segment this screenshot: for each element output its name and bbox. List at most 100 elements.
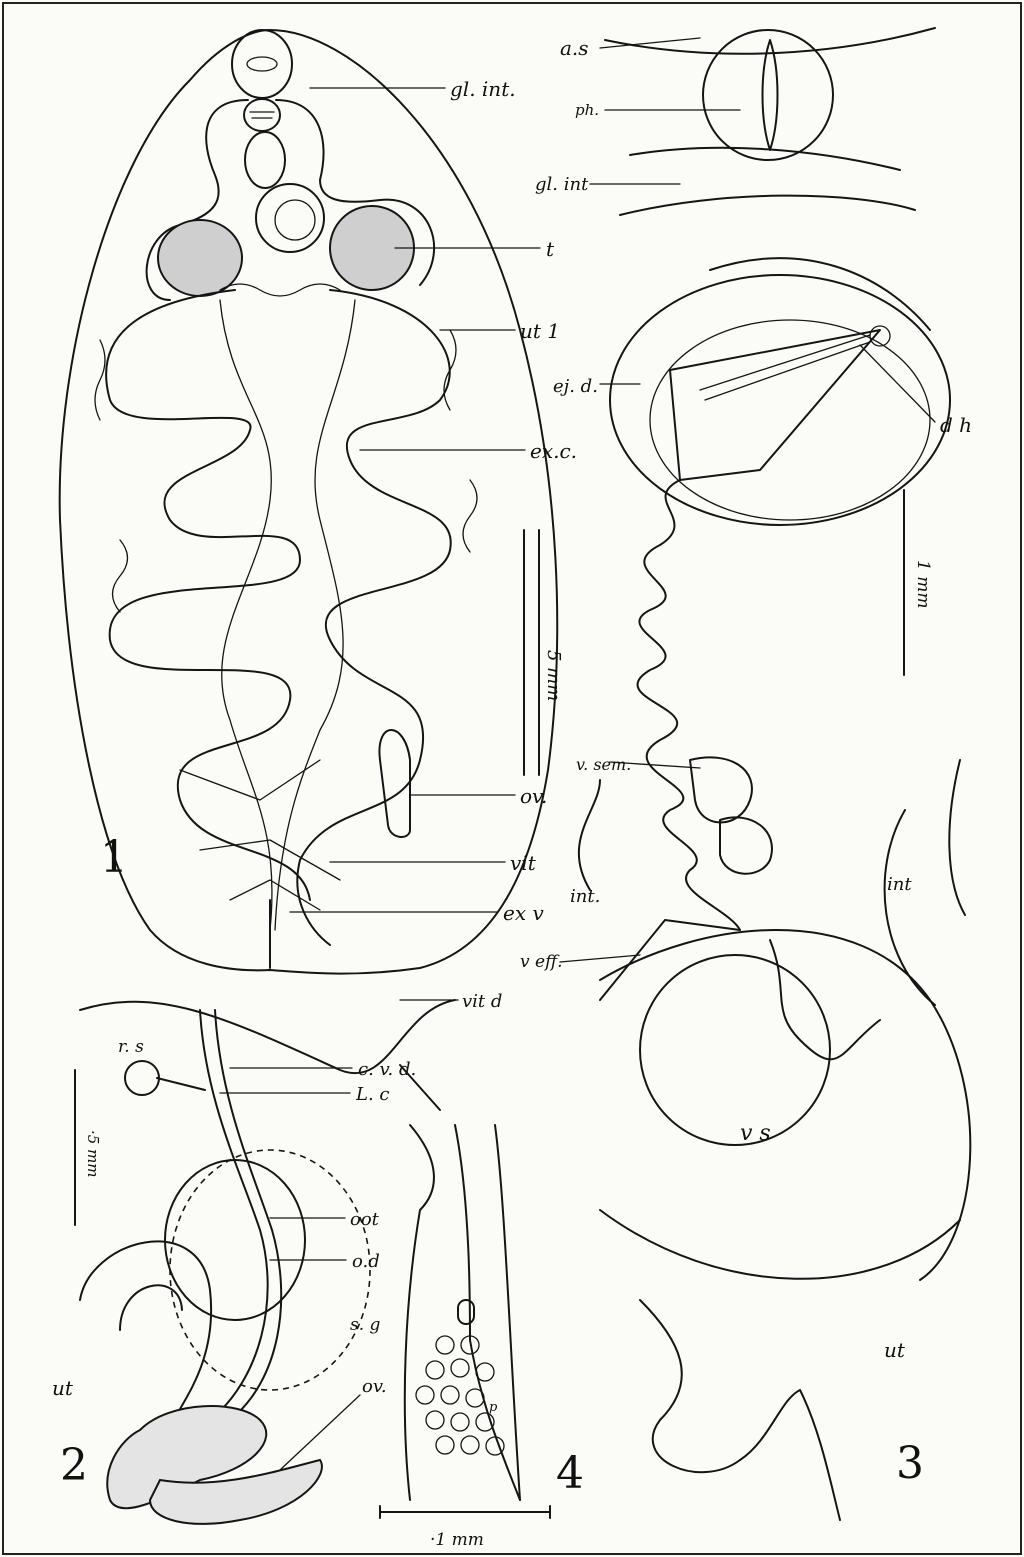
fig3-label-int-right: int [887, 874, 912, 895]
fig4-wall-mid [455, 1125, 520, 1500]
fig2-label-ov: ov. [362, 1376, 387, 1397]
fig4-label-p: p [489, 1400, 498, 1415]
fig2-leader-ov [280, 1395, 360, 1470]
fig3-ventral-sucker-inner [650, 320, 930, 520]
fig4-oocyte [416, 1386, 434, 1404]
fig3-ventral-sucker [610, 275, 950, 525]
fig2-label-vitd: vit d [462, 991, 502, 1012]
fig3-intestine-arc-1 [630, 148, 900, 170]
fig1-body-outline [60, 30, 558, 974]
fig2-receptaculum-seminis [125, 1061, 159, 1095]
fig2-label-rs: r. s [118, 1037, 144, 1057]
fig3-cirrus-sac [670, 330, 880, 480]
fig1-uterus-coils [106, 290, 310, 900]
fig4-wall-left [405, 1125, 434, 1500]
fig1-ventral-sucker [256, 184, 324, 252]
fig1-oral-sucker-lumen [247, 57, 277, 71]
fig3-label-ut: ut [884, 1338, 906, 1362]
fig2-rs-duct [157, 1078, 205, 1090]
fig2-label-ut: ut [52, 1376, 74, 1400]
fig3-body-wall-arc [600, 930, 970, 1280]
fig4-oocyte [426, 1411, 444, 1429]
fig3-number: 3 [896, 1438, 924, 1489]
fig4-oocyte [451, 1413, 469, 1431]
fig1-oral-sucker [232, 30, 292, 98]
fig3-vas-efferens [600, 920, 740, 1000]
fig1-label-gl-int: gl. int. [450, 77, 516, 101]
fig3-uterus [640, 1300, 840, 1520]
fig3-label-as: a.s [560, 36, 589, 60]
fig1-label-ov: ov. [520, 784, 547, 808]
fig1-ventral-sucker-inner [275, 200, 315, 240]
fig2-label-lc: L. c [355, 1084, 389, 1105]
fig1-excretory-canals [220, 300, 355, 930]
fig2-label-od: o.d [352, 1251, 380, 1272]
fig3-label-ejd: ej. d. [553, 376, 598, 397]
fig2-ovarian-complex: ·5 mm vit d r. s c. v. d. L. c oot o.d s… [52, 991, 502, 1524]
fig3-label-ph: ph. [575, 101, 599, 119]
fig3-label-dh: d h [940, 413, 972, 437]
fig4-oocyte-top [458, 1300, 474, 1324]
fig2-ootype [165, 1160, 305, 1320]
fig4-oocyte [466, 1389, 484, 1407]
fig1-vitellaria [95, 284, 477, 612]
fig3-label-veff: v eff. [520, 952, 563, 972]
fig4-oocyte [486, 1437, 504, 1455]
fig3-label-vs: v s [740, 1121, 771, 1146]
fig1-testis-left [158, 220, 242, 296]
fig1-label-exv: ex v [503, 901, 544, 925]
fig4-oocyte [441, 1386, 459, 1404]
fig4-oocyte [451, 1359, 469, 1377]
fig2-label-sg: s. g [350, 1315, 381, 1335]
fig1-cirrus-sac [245, 132, 285, 188]
fig3-body-arc [710, 258, 930, 330]
fig3-pharynx-lumen [763, 40, 778, 150]
fig1-number: 1 [100, 832, 128, 883]
fig2-label-cvd: c. v. d. [358, 1059, 416, 1080]
fig4-duct-top [400, 1065, 440, 1110]
fig4-scale-label: ·1 mm [430, 1530, 484, 1550]
fig2-scale-label: ·5 mm [84, 1130, 102, 1178]
fig3-label-vsem: v. sem. [576, 755, 631, 774]
fig2-label-oot: oot [350, 1209, 380, 1230]
fig3-leader-veff [560, 955, 640, 962]
fig3-int-left-arc [579, 780, 600, 890]
fig1-scale-bar [524, 530, 539, 775]
fig4-oocyte [476, 1363, 494, 1381]
fig3-label-int-left: int. [570, 886, 600, 907]
fig4-oocyte [436, 1436, 454, 1454]
fig1-pharynx-lines [250, 112, 274, 118]
fig2-shell-gland [170, 1150, 370, 1390]
fig3-ductus-hermaphroditicus [700, 335, 870, 400]
fig3-vs-circle [640, 955, 830, 1145]
fig1-vitelline-ducts [180, 760, 340, 910]
fig4-oocyte [461, 1436, 479, 1454]
fig3-lower-arc [600, 1210, 960, 1279]
fig1-pharynx [244, 99, 280, 131]
fig3-int-right-arc-2 [949, 760, 965, 915]
fig2-uterus-inner [120, 1285, 182, 1330]
fig1-uterus-coils-right [297, 290, 450, 945]
fig3-ejaculatory-duct [637, 480, 740, 930]
fig1-ovary [379, 730, 410, 837]
fig1-whole-worm: 5 mm gl. int. t ut 1 ex.c. ov. vit ex v … [60, 30, 577, 974]
fig3-label-glint: gl. int [535, 174, 589, 195]
fig3-terminal-genitalia: 1 mm a.s ph. gl. int ej. d. d h v. sem. … [520, 28, 972, 1520]
fig4-oocytes [416, 1336, 504, 1455]
fig2-common-duct-inner [215, 1010, 281, 1420]
fig4-ovary-detail: p ·1 mm 4 [380, 1065, 584, 1550]
fig1-label-t: t [546, 237, 555, 261]
fig3-duct-to-vs [770, 940, 880, 1059]
fig1-label-vit: vit [510, 851, 537, 875]
fig4-number: 4 [556, 1448, 584, 1499]
fig1-scale-label: 5 mm [543, 650, 564, 701]
fig3-scale-label: 1 mm [913, 560, 933, 608]
fig4-oocyte [426, 1361, 444, 1379]
fig4-oocyte [436, 1336, 454, 1354]
fig2-number: 2 [60, 1440, 88, 1491]
fig3-seminal-vesicle [690, 757, 772, 873]
fig1-label-ut1: ut 1 [520, 319, 560, 343]
fig1-label-exc: ex.c. [530, 439, 577, 463]
